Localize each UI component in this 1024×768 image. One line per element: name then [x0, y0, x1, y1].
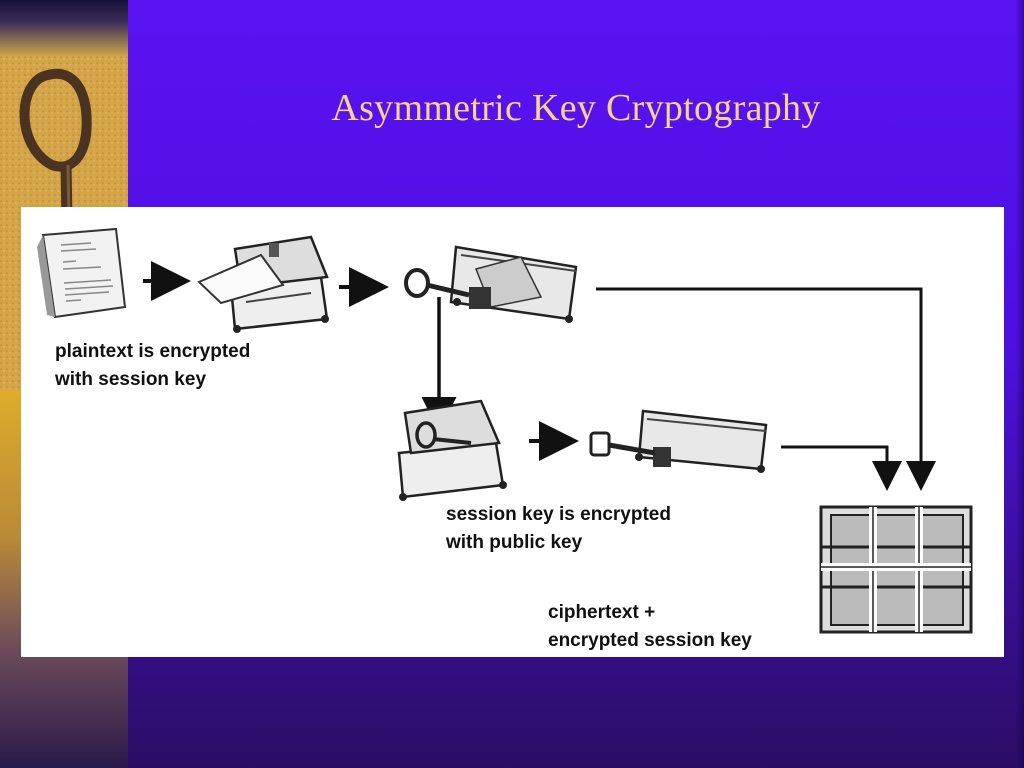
open-chest-icon	[197, 235, 329, 333]
locked-chest-public-key-icon	[589, 409, 768, 473]
diagram-panel: plaintext is encrypted with session key …	[21, 207, 1004, 657]
locked-chest-session-key-icon	[404, 245, 578, 323]
label-cipher-line2: encrypted session key	[548, 630, 752, 651]
plaintext-document-icon	[37, 227, 127, 319]
connector-line-top	[596, 287, 936, 491]
label-session-line1: session key is encrypted	[446, 504, 671, 525]
connector-line-middle	[781, 445, 902, 491]
right-edge-shade	[1016, 0, 1024, 768]
open-chest-key-icon	[397, 399, 507, 501]
strip-header-band	[0, 0, 128, 55]
diagram-drawing	[37, 227, 973, 634]
label-cipher-line1: ciphertext +	[548, 602, 656, 623]
label-plaintext-line1: plaintext is encrypted	[55, 341, 251, 362]
label-plaintext-line2: with session key	[55, 369, 207, 390]
slide-title: Asymmetric Key Cryptography	[331, 87, 821, 129]
label-session-line2: with public key	[446, 532, 583, 553]
strapped-chest-ciphertext-icon	[819, 505, 973, 634]
